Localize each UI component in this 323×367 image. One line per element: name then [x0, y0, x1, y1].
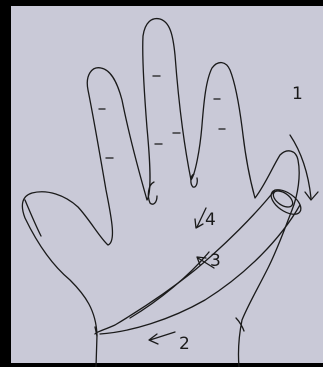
string-crossing [100, 205, 300, 334]
label-4: 4 [205, 210, 216, 230]
label-2: 2 [179, 334, 190, 354]
arrow-1 [290, 135, 311, 198]
hand-outline [22, 19, 299, 367]
label-1: 1 [292, 84, 303, 104]
finger-loop [267, 185, 305, 219]
thumb-nail [25, 200, 41, 236]
middle-nail [191, 174, 197, 187]
label-3: 3 [210, 251, 221, 271]
arrow-1-head [305, 192, 318, 200]
string-to-wrist [95, 190, 275, 334]
